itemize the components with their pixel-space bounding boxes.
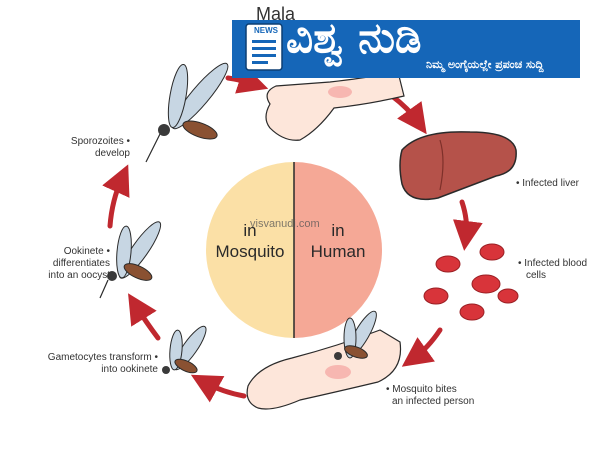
label-ookinete: Ookinete • differentiates into an oocyst: [10, 246, 110, 282]
brand-name: ವಿಶ್ವ ನುಡಿ: [286, 13, 422, 62]
arrow-liver-to-blood: [452, 199, 483, 251]
arrow-bite-to-gametocytes: [190, 374, 247, 403]
liver-icon: [399, 131, 517, 201]
in-mosquito-label: in Mosquito: [206, 220, 294, 262]
hand-icon: [265, 71, 405, 141]
label-line: Sporozoites •: [70, 136, 130, 147]
brand-tagline: ನಿಮ್ಮ ಅಂಗೈಯಲ್ಲೇ ಪ್ರಪಂಚ ಸುದ್ದಿ: [426, 58, 544, 71]
blood-cell-icon: [423, 287, 449, 305]
mosquito-icon: [99, 221, 162, 299]
blood-cell-icon: [435, 255, 461, 273]
blood-cell-icon: [479, 243, 505, 261]
center-circle: [206, 162, 382, 338]
news-tag: NEWS: [254, 26, 278, 35]
arrow-ookinete-to-sporozoites: [102, 164, 130, 229]
blood-cell-icon: [471, 274, 501, 294]
blood-cell-icon: [497, 288, 519, 304]
label-line: into ookinete: [101, 364, 158, 375]
label-line: Ookinete •: [63, 246, 110, 257]
in-mosquito-line2: Mosquito: [215, 242, 285, 261]
arrow-hand-to-liver: [389, 93, 427, 135]
mosquito-icon: [162, 325, 207, 374]
arrow-blood-to-bite: [401, 327, 443, 367]
arrow-sporozoites-to-hand: [225, 65, 269, 94]
label-line: differentiates: [52, 258, 110, 269]
in-mosquito-line1: in: [243, 221, 257, 240]
label-infected-blood: • Infected blood cells: [518, 258, 600, 282]
blood-cell-icon: [459, 303, 485, 321]
watermark: visvanudi.com: [250, 218, 320, 230]
blood-cells: [423, 243, 519, 321]
label-sporozoites: Sporozoites • develop: [30, 136, 130, 160]
hand-icon: [246, 329, 402, 410]
cycle-arrows: [102, 65, 483, 403]
arrow-gametocytes-to-ookinete: [128, 293, 161, 341]
in-human-label: in Human: [296, 220, 380, 262]
mosquito-half: [206, 162, 294, 338]
mosquito-icon: [145, 62, 229, 163]
in-human-line1: in: [331, 221, 345, 240]
diagram-title: Mala: [256, 4, 296, 24]
label-line: an infected person: [392, 396, 475, 407]
in-human-line2: Human: [310, 242, 366, 261]
label-line: • Mosquito bites: [386, 384, 457, 395]
label-line: develop: [94, 148, 130, 159]
brand-banner: [232, 20, 580, 78]
label-gametocytes: Gametocytes transform • into ookinete: [10, 352, 158, 376]
label-line: Gametocytes transform •: [47, 352, 158, 363]
label-line: • Infected blood: [518, 258, 588, 269]
human-half: [294, 162, 382, 338]
label-infected-liver: • Infected liver: [516, 178, 579, 189]
label-line: into an oocyst: [48, 270, 110, 281]
mosquito-icon: [334, 310, 377, 360]
label-mosquito-bites: • Mosquito bites an infected person: [386, 384, 506, 408]
label-line: cells: [526, 270, 547, 281]
